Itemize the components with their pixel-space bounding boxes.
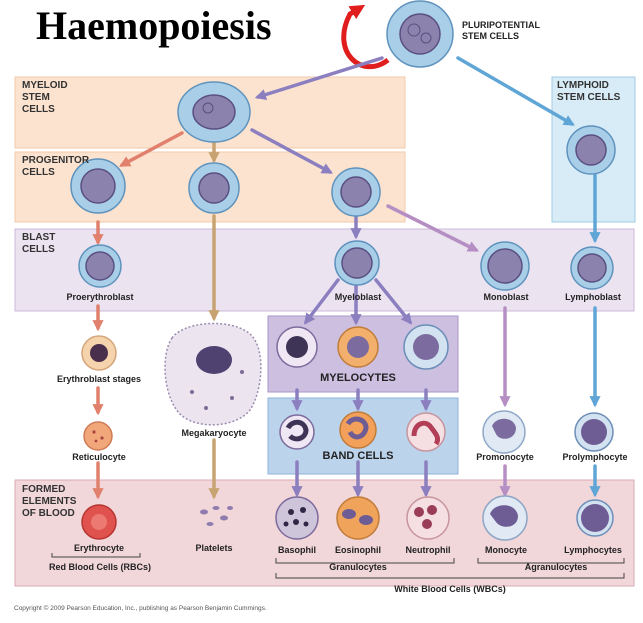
erythroid-progenitor-cell [70, 158, 126, 214]
arrows [92, 56, 601, 500]
neutrophil-label: Neutrophil [405, 545, 451, 555]
page-title: Haemopoiesis [36, 3, 272, 48]
platelets-cluster [200, 506, 233, 526]
basophilic-band-cell [279, 414, 315, 450]
arrow-progenitor-to-monoblast [386, 204, 480, 252]
monoblast-label: Monoblast [483, 292, 529, 302]
rbc-bracket [51, 553, 141, 558]
band-cells-label: BAND CELLS [322, 450, 394, 462]
megakaryocyte-label: Megakaryocyte [181, 428, 247, 438]
monocyte-cell [482, 495, 528, 541]
basophil-cell [275, 496, 319, 540]
promonocyte-label: Promonocyte [476, 452, 534, 462]
eosinophil-cell [336, 496, 380, 540]
agranulocytes-group-label: Agranulocytes [524, 562, 588, 572]
promonocyte-cell [482, 410, 526, 454]
arrow-myeloid-to-gran-progenitor [250, 128, 333, 174]
proerythroblast-cell [78, 244, 122, 288]
erythrocyte-label: Erythrocyte [73, 543, 125, 553]
neutrophil-cell [406, 496, 450, 540]
rbc-group-label: Red Blood Cells (RBCs) [48, 562, 152, 572]
erythroblast-cell [81, 335, 117, 371]
monoblast-cell [480, 241, 530, 291]
granulocyte-progenitor-cell [331, 167, 381, 217]
formed-elements-zone [14, 479, 635, 587]
megakaryocyte-progenitor-cell [188, 162, 240, 214]
erythroblast-label: Erythroblast stages [56, 374, 142, 384]
basophil-label: Basophil [277, 545, 317, 555]
arrow-stem-to-lymphoid [456, 56, 575, 126]
myelocytes-label: MYELOCYTES [320, 372, 396, 384]
blast-label: BLAST CELLS [22, 232, 56, 255]
myeloblast-cell [334, 240, 380, 286]
formed-elements-label: FORMED ELEMENTS OF BLOOD [22, 484, 77, 519]
eosinophilic-band-cell [339, 411, 377, 449]
platelets-label: Platelets [195, 543, 233, 553]
progenitor-label: PROGENITOR CELLS [22, 155, 90, 178]
neutrophilic-band-cell [406, 412, 446, 452]
lymphoblast-label: Lymphoblast [565, 292, 621, 302]
monocyte-label: Monocyte [484, 545, 528, 555]
basophilic-myelocyte [276, 326, 318, 368]
lymphoid-stem-label: LYMPHOID STEM CELLS [557, 80, 621, 103]
self-renewal-arrow [341, 4, 390, 69]
group-brackets [51, 553, 625, 579]
granulocytes-group-label: Granulocytes [329, 562, 387, 572]
lymphocyte-cell [576, 499, 614, 537]
arrow-myeloblast-to-neut-myelocyte [374, 278, 413, 325]
wbc-bracket [275, 573, 625, 579]
neutrophilic-myelocyte [403, 324, 449, 370]
pluripotential-stem-cell [386, 0, 454, 68]
myeloid-stem-cell [177, 81, 251, 143]
agranulocytes-bracket [477, 558, 625, 564]
arrow-myeloblast-to-baso-myelocyte [303, 278, 340, 325]
erythrocyte-cell [81, 504, 117, 540]
megakaryocyte-cell [164, 322, 262, 426]
pluripotential-label: PLURIPOTENTIAL STEM CELLS [462, 20, 540, 41]
reticulocyte-label: Reticulocyte [72, 452, 126, 462]
lymphoblast-cell [570, 246, 614, 290]
eosinophil-label: Eosinophil [335, 545, 381, 555]
prolymphocyte-label: Prolymphocyte [562, 452, 628, 462]
prolymphocyte-cell [574, 412, 614, 452]
myeloblast-label: Myeloblast [334, 292, 382, 302]
arrow-stem-to-myeloid [254, 56, 384, 100]
granulocytes-bracket [275, 558, 455, 564]
arrow-myeloid-to-ery-progenitor [119, 131, 184, 167]
myeloid-stem-label: MYELOID STEM CELLS [22, 80, 68, 115]
copyright-notice: Copyright © 2009 Pearson Education, Inc.… [14, 605, 267, 612]
eosinophilic-myelocyte [337, 326, 379, 368]
proerythroblast-label: Proerythroblast [66, 292, 134, 302]
lymphoid-stem-cell [566, 125, 616, 175]
wbc-group-label: White Blood Cells (WBCs) [394, 584, 506, 594]
lymphocytes-label: Lymphocytes [564, 545, 622, 555]
reticulocyte-cell [83, 421, 113, 451]
